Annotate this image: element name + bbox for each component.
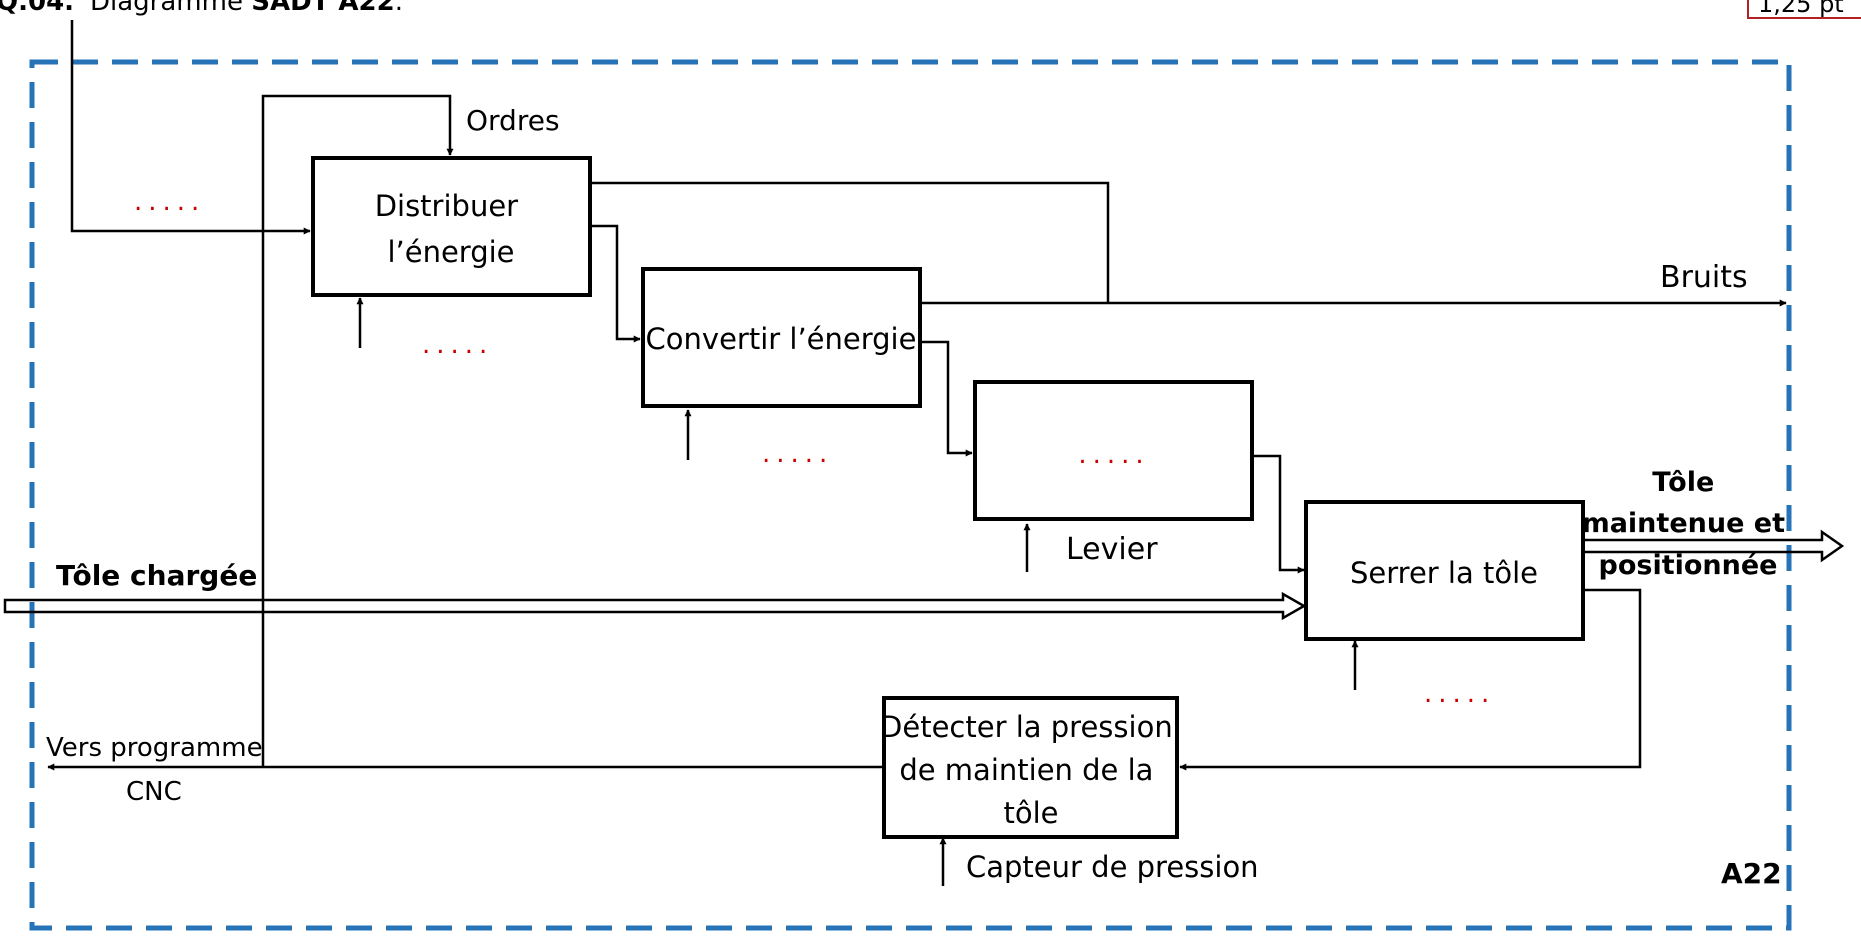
energy-input-arrow [70,20,311,235]
points-box [1747,0,1861,19]
blank-distribuer-mechanism: ..... [422,330,493,360]
label-tole-output: Tôle maintenue et positionnée [1582,467,1795,581]
serrer-to-detecter-arrow [1179,588,1642,771]
label-vers-programme: Vers programme CNC [46,733,271,807]
box-serrer-label: Serrer la tôle [1350,556,1538,590]
box-detecter [882,696,1179,839]
question-label: Q.04. [0,0,74,17]
blank-convertir-mechanism: ..... [762,439,833,469]
label-bruits: Bruits [1660,260,1748,295]
box-convertir [641,267,922,408]
box-distribuer-label: Distribuer l’énergie [375,189,528,269]
a22-boundary-frame [29,59,1792,931]
box-levier-blank [973,380,1254,521]
label-tole-chargee: Tôle chargée [56,559,257,592]
box-detecter-label: Détecter la pression de maintien de la t… [880,710,1182,830]
box-distribuer [311,156,592,297]
blank-energy-input: ..... [134,187,205,217]
distribuer-loss-line [590,181,1110,303]
tole-output-arrow [1581,529,1845,563]
diagram-title: Diagramme SADT A22. [90,0,403,17]
distribuer-to-convertir-arrow [590,224,641,343]
ordres-arrow [261,94,454,766]
label-a22: A22 [1721,857,1782,890]
label-levier: Levier [1066,532,1158,567]
levier-to-serrer-arrow [1252,454,1305,574]
convertir-to-levier-arrow [920,340,973,457]
box-convertir-label: Convertir l’énergie [646,322,917,356]
box-levier-blank-dots: ..... [1078,440,1149,470]
label-ordres: Ordres [466,104,560,137]
label-capteur: Capteur de pression [966,850,1259,884]
box-serrer [1304,500,1585,641]
tole-chargee-arrow [3,591,1307,621]
blank-serrer-mechanism: ..... [1424,679,1495,709]
points-label: 1,25 pt [1758,0,1844,18]
